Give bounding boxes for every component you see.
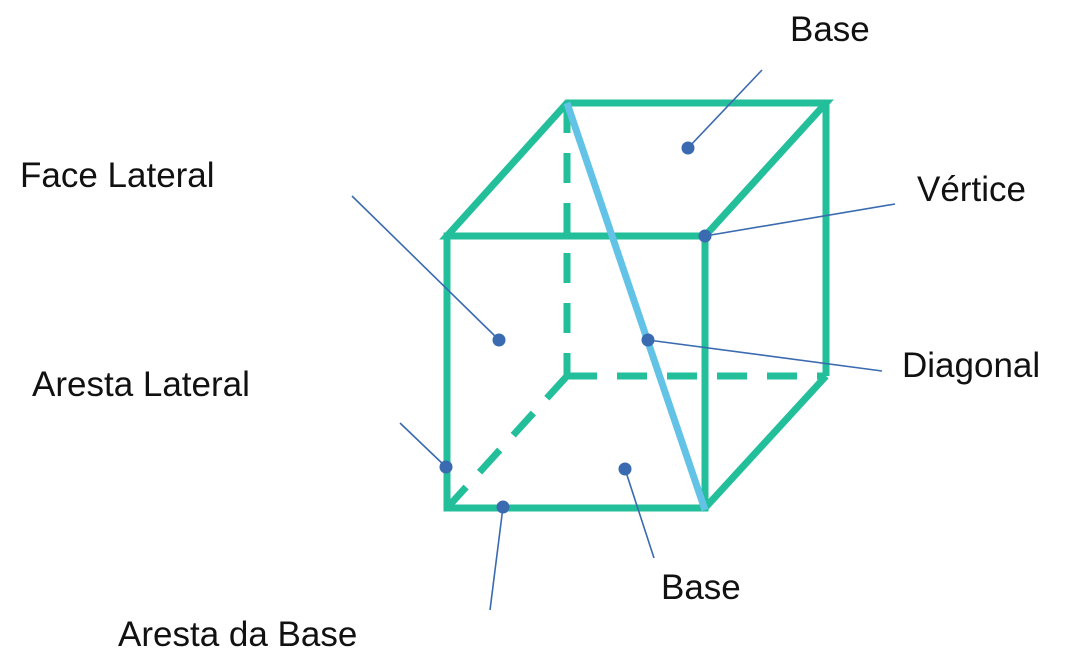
label-base-bottom: Base xyxy=(661,568,741,607)
label-aresta-base: Aresta da Base xyxy=(118,615,357,654)
point-aresta-lateral xyxy=(439,460,453,474)
leader-vertice xyxy=(704,203,896,237)
leader-face-lateral xyxy=(351,195,500,341)
label-vertice: Vértice xyxy=(917,170,1026,209)
hidden-depth-edge xyxy=(444,373,570,511)
point-base-top xyxy=(681,141,695,155)
point-diagonal xyxy=(641,333,655,347)
top-face xyxy=(439,99,834,240)
leader-aresta-lateral xyxy=(399,422,447,468)
right-bottom-depth-edge xyxy=(702,373,829,511)
space-diagonal xyxy=(563,101,709,512)
label-diagonal: Diagonal xyxy=(902,346,1040,385)
anchor-points xyxy=(439,141,712,514)
label-base-top: Base xyxy=(790,10,870,49)
leader-aresta-base xyxy=(489,506,504,611)
leader-base-top xyxy=(687,69,763,149)
label-face-lateral: Face Lateral xyxy=(20,156,215,195)
hidden-edges xyxy=(444,103,826,511)
point-aresta-base xyxy=(496,500,510,514)
point-face-lateral xyxy=(492,333,506,347)
point-base-bottom xyxy=(618,462,632,476)
leader-diagonal xyxy=(647,339,883,372)
point-vertice xyxy=(698,229,712,243)
leader-base-bottom xyxy=(624,468,655,559)
label-aresta-lateral: Aresta Lateral xyxy=(32,365,250,404)
leader-lines xyxy=(351,69,896,611)
visible-edges xyxy=(439,99,834,512)
